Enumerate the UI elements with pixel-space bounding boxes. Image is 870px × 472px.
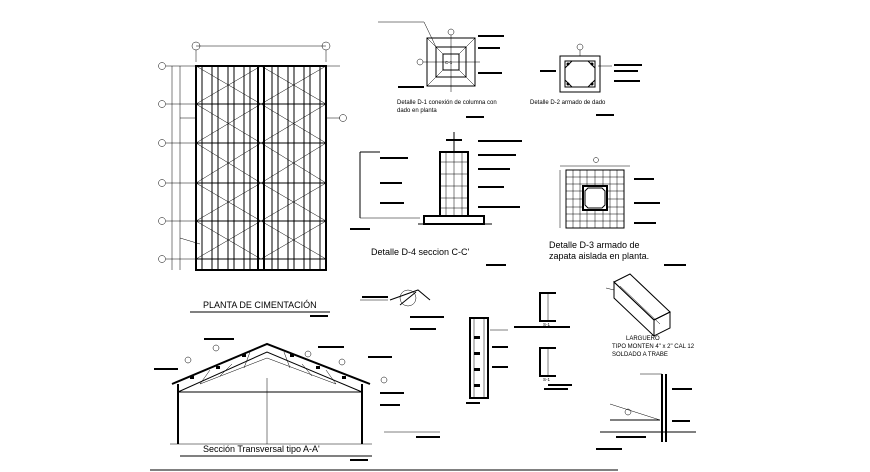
d1-caption-line1: Detalle D-1 conexión de columna con (397, 100, 497, 106)
c-sections: S-1 S-1 (514, 292, 570, 390)
detail-d1: C-1 Detalle D-1 conexión de columna con … (378, 21, 504, 118)
axis-bubbles-top (191, 41, 331, 62)
cs-tag-2: S-1 (543, 377, 551, 382)
larguero-3d: LARGUERO TIPO MONTEN 4" x 2" CAL 12 SOLD… (605, 273, 695, 358)
d3-caption-line2: zapata aislada en planta. (549, 251, 649, 261)
detail-d3: Detalle D-3 armado de zapata aislada en … (549, 157, 686, 266)
d1-column-tag: C-1 (445, 60, 453, 65)
d2-caption: Detalle D-2 armado de dado (530, 100, 606, 106)
detail-d4: Detalle D-4 seccion C-C' (350, 132, 522, 266)
connection-detail (360, 289, 444, 358)
d3-caption-line1: Detalle D-3 armado de (549, 240, 640, 250)
foundation-plan: PLANTA DE CIMENTACIÓN (158, 41, 347, 317)
larguero-line3: SOLDADO A TRABE (612, 352, 668, 358)
axis-bubbles-right (326, 65, 347, 122)
cs-tag-1: S-1 (543, 322, 551, 327)
base-plate-detail (548, 373, 696, 450)
foundation-plan-title: PLANTA DE CIMENTACIÓN (203, 300, 317, 310)
plan-verticals (201, 66, 321, 270)
plan-bracing (195, 65, 327, 260)
axis-bubbles-left (158, 62, 196, 270)
detail-d2: Detalle D-2 armado de dado (530, 43, 642, 116)
cross-section: Sección Transversal tipo A-A' (154, 338, 440, 461)
plan-horizontals (196, 103, 326, 260)
cross-section-title: Sección Transversal tipo A-A' (203, 444, 320, 454)
larguero-line2: TIPO MONTEN 4" x 2" CAL 12 (612, 344, 695, 350)
larguero-line1: LARGUERO (626, 336, 660, 342)
purlin-elevation (466, 317, 508, 404)
d4-caption: Detalle D-4 seccion C-C' (371, 247, 470, 257)
d1-caption-line2: dado en planta (397, 108, 437, 114)
